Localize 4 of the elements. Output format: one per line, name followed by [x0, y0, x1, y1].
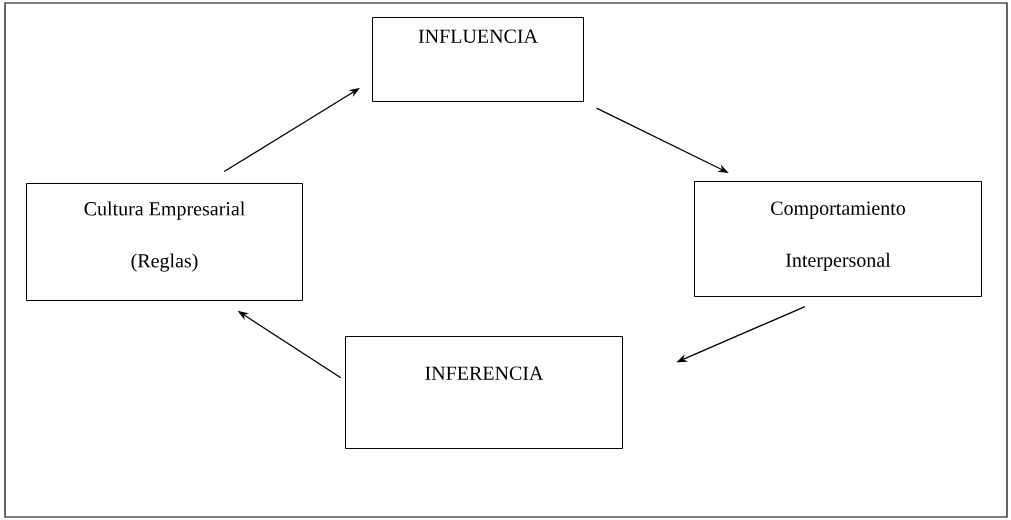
process-box: INFERENCIA: [345, 336, 623, 449]
process-box: Comportamiento Interpersonal: [694, 181, 982, 297]
process-box: INFLUENCIA: [372, 17, 584, 102]
process-box: Cultura Empresarial (Reglas): [26, 183, 303, 301]
